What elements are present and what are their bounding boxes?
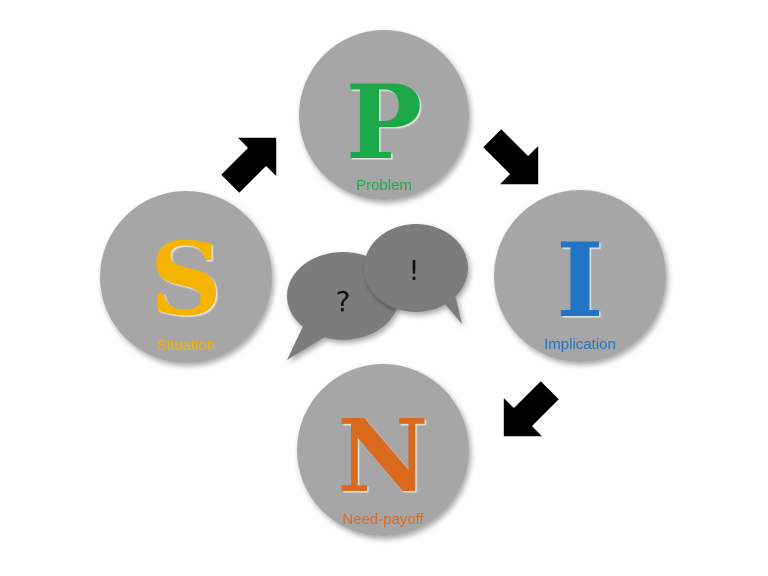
node-label: Need-payoff — [342, 511, 424, 528]
arrows — [218, 126, 562, 439]
node-problem: P Problem — [299, 30, 469, 200]
node-letter: S — [150, 220, 222, 338]
node-letter: I — [556, 221, 604, 341]
node-implication: I Implication — [494, 190, 666, 362]
exclamation-mark-icon: ! — [408, 254, 419, 287]
node-circle — [297, 364, 469, 536]
exclamation-bubble — [364, 224, 468, 324]
node-label: Situation — [157, 337, 215, 354]
node-label: Implication — [544, 336, 616, 353]
node-circle — [494, 190, 666, 362]
node-need-payoff: N Need-payoff — [297, 364, 469, 536]
arrow-problem-to-implication — [480, 126, 541, 187]
speech-bubbles: ? ! — [287, 224, 468, 360]
question-mark-icon: ? — [336, 285, 351, 318]
node-label: Problem — [356, 177, 412, 194]
arrow-implication-to-needpayoff — [501, 378, 562, 439]
node-letter: N — [337, 397, 428, 515]
node-letter: P — [346, 63, 423, 183]
node-circle — [299, 30, 469, 200]
node-situation: S Situation — [100, 191, 272, 363]
arrow-situation-to-problem — [218, 135, 279, 196]
node-circle — [100, 191, 272, 363]
